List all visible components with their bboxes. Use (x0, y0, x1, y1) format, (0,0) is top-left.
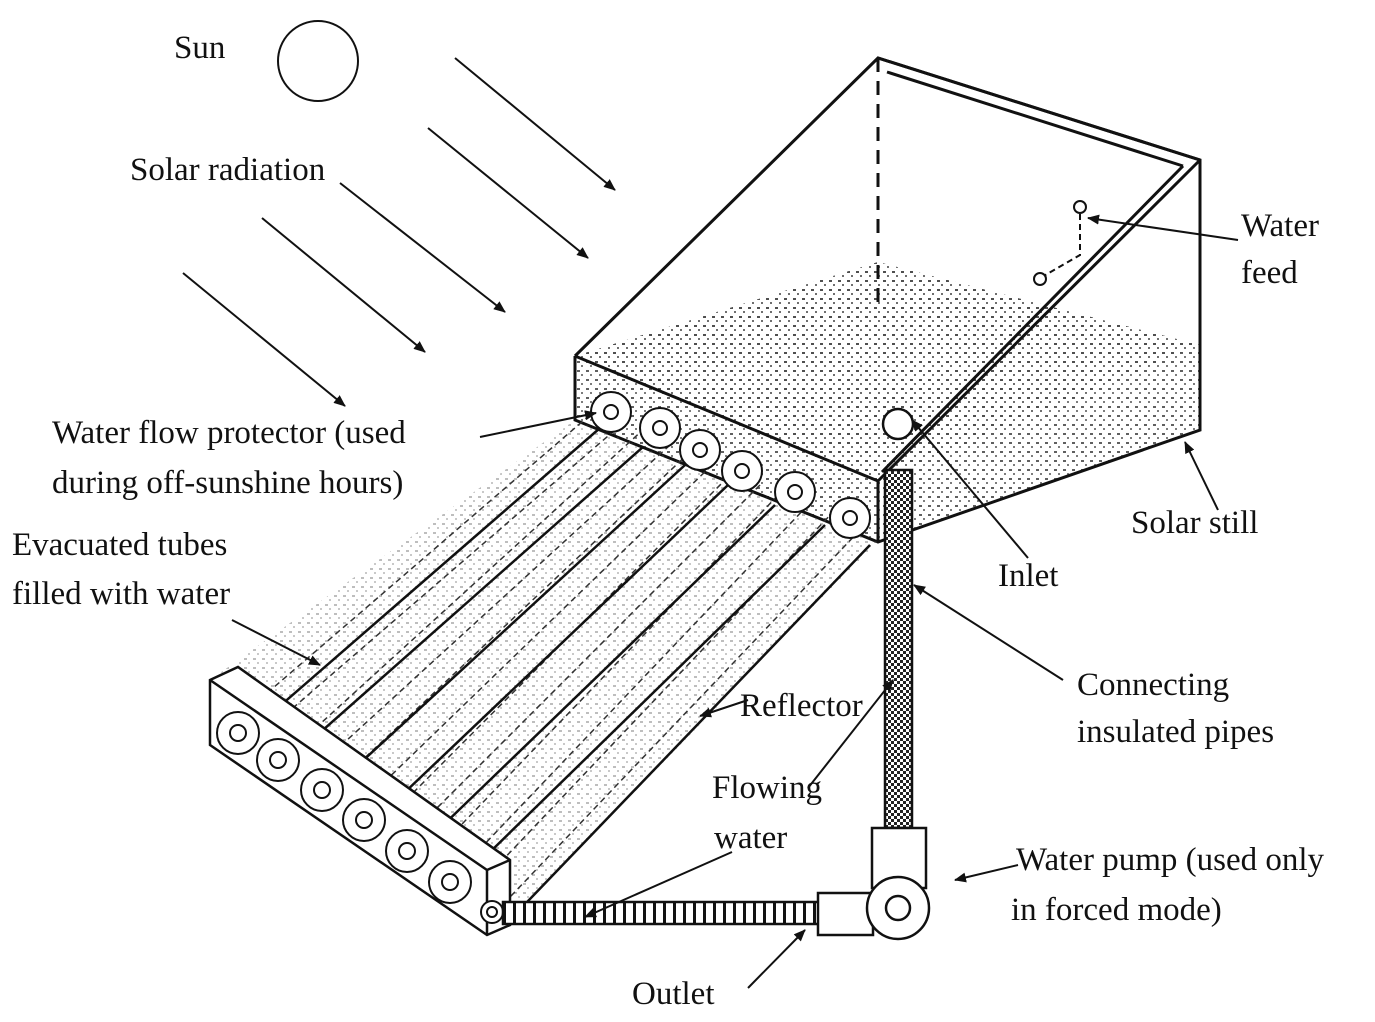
flowing-water-label-2: water (714, 820, 787, 856)
flowing-water-label-1: Flowing (712, 770, 822, 806)
inlet-label: Inlet (998, 558, 1058, 594)
water-pump-label-2: in forced mode) (1011, 892, 1222, 928)
sun-label: Sun (174, 30, 225, 66)
reflector-label: Reflector (740, 688, 863, 724)
connecting-pipes-label-1: Connecting (1077, 667, 1229, 703)
water-feed-label-1: Water (1241, 208, 1319, 244)
leader-arrows (231, 214, 1239, 989)
solar-radiation-label: Solar radiation (130, 152, 325, 188)
connecting-pipes (501, 407, 915, 926)
outlet-label: Outlet (632, 976, 714, 1012)
sun-shape (277, 20, 359, 102)
solar-radiation-arrows (182, 57, 616, 407)
evacuated-tube-collector (208, 391, 878, 937)
connecting-pipes-label-2: insulated pipes (1077, 714, 1274, 750)
water-pump (816, 826, 931, 941)
water-pump-label-1: Water pump (used only (1016, 842, 1325, 878)
flow-protector-label-1: Water flow protector (used (52, 415, 406, 451)
water-feed-label-2: feed (1241, 255, 1298, 291)
flow-protector-label-2: during off-sunshine hours) (52, 465, 403, 501)
evacuated-tubes-label-2: filled with water (12, 576, 230, 612)
evacuated-tubes-label-1: Evacuated tubes (12, 527, 227, 563)
solar-still-label: Solar still (1131, 505, 1258, 541)
